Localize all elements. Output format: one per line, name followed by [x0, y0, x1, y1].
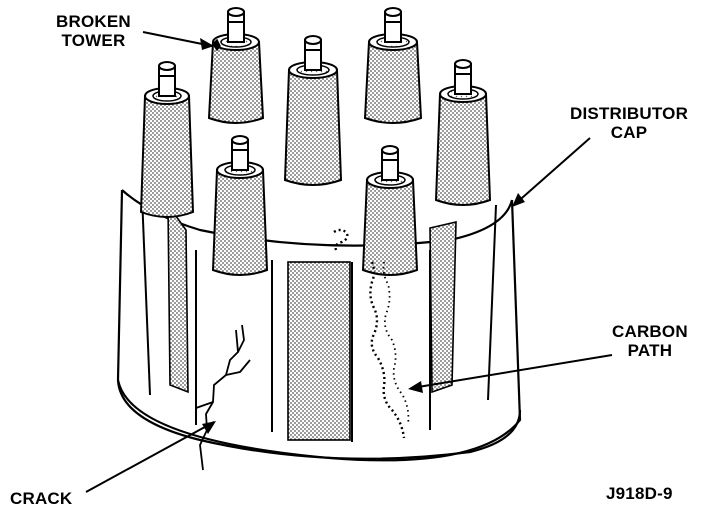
- crack-branch-1: [225, 359, 251, 376]
- tower-front-left-terminal-tip: [231, 135, 249, 145]
- label-carbon-path-line2: PATH: [627, 341, 673, 360]
- label-carbon-path-line1: CARBON: [612, 322, 688, 341]
- column-far-left: [141, 194, 151, 396]
- label-broken-tower-line2: TOWER: [61, 31, 126, 50]
- arrowhead-crack: [202, 421, 216, 434]
- tower-center: [283, 35, 343, 186]
- cap-base-rim: [116, 379, 522, 460]
- tower-rear-broken-body: [207, 41, 265, 124]
- crack-main: [199, 329, 239, 471]
- label-crack: CRACK: [10, 489, 73, 508]
- crack-lines: [195, 324, 251, 471]
- tower-rear-left-body: [139, 95, 195, 218]
- arrowhead-distributor-cap: [512, 193, 525, 207]
- channel-center: [287, 261, 351, 441]
- leader-broken-tower: [142, 31, 213, 47]
- tower-front-right: [361, 145, 419, 276]
- tower-front-left-body: [211, 169, 269, 276]
- shaded-channels: [167, 202, 457, 441]
- column-front-left: [195, 250, 273, 432]
- lower-columns: [141, 194, 497, 442]
- tower-right-body: [434, 93, 492, 206]
- tower-rear-right-body: [363, 41, 423, 124]
- tower-rear-broken: [207, 7, 265, 124]
- leader-carbon-path: [411, 354, 613, 389]
- label-broken-tower: BROKEN TOWER: [56, 12, 131, 50]
- arrowheads: [200, 38, 525, 434]
- column-front-right: [351, 250, 431, 442]
- channel-left: [167, 202, 189, 394]
- tower-rear-left: [139, 61, 195, 218]
- column-far-right: [487, 204, 497, 401]
- leader-lines: [85, 31, 613, 493]
- carbon-path-trail: [333, 228, 406, 439]
- tower-right-terminal-tip: [454, 59, 472, 69]
- carbon-path-trail-2: [382, 261, 410, 425]
- crack-branch-3: [237, 324, 245, 353]
- tower-right: [434, 59, 492, 206]
- crack-branch-2: [195, 401, 214, 409]
- tower-front-left: [211, 135, 269, 276]
- leader-crack: [85, 421, 215, 493]
- arrowhead-broken-tower: [200, 38, 214, 50]
- leader-distributor-cap: [513, 137, 591, 206]
- tower-rear-right-terminal-tip: [384, 7, 402, 17]
- tower-center-body: [283, 69, 343, 186]
- arrowhead-carbon-path: [408, 381, 423, 393]
- label-carbon-path: CARBON PATH: [612, 322, 688, 360]
- channel-right: [429, 220, 457, 394]
- tower-rear-right: [363, 7, 423, 124]
- tower-front-right-terminal-tip: [381, 145, 399, 155]
- broken-tower-notch: [212, 38, 221, 52]
- carbon-path-marks: [333, 228, 410, 439]
- tower-rear-left-terminal-tip: [158, 61, 176, 71]
- terminal-towers: [139, 7, 492, 276]
- tower-center-terminal-tip: [304, 35, 322, 45]
- label-distributor-cap-line2: CAP: [610, 123, 648, 142]
- figure-code: J918D-9: [606, 484, 673, 503]
- label-distributor-cap: DISTRIBUTOR CAP: [570, 104, 688, 142]
- label-broken-tower-line1: BROKEN: [56, 12, 131, 31]
- label-distributor-cap-line1: DISTRIBUTOR: [570, 104, 689, 123]
- tower-rear-broken-terminal-tip: [227, 7, 245, 17]
- tower-front-right-body: [361, 179, 419, 276]
